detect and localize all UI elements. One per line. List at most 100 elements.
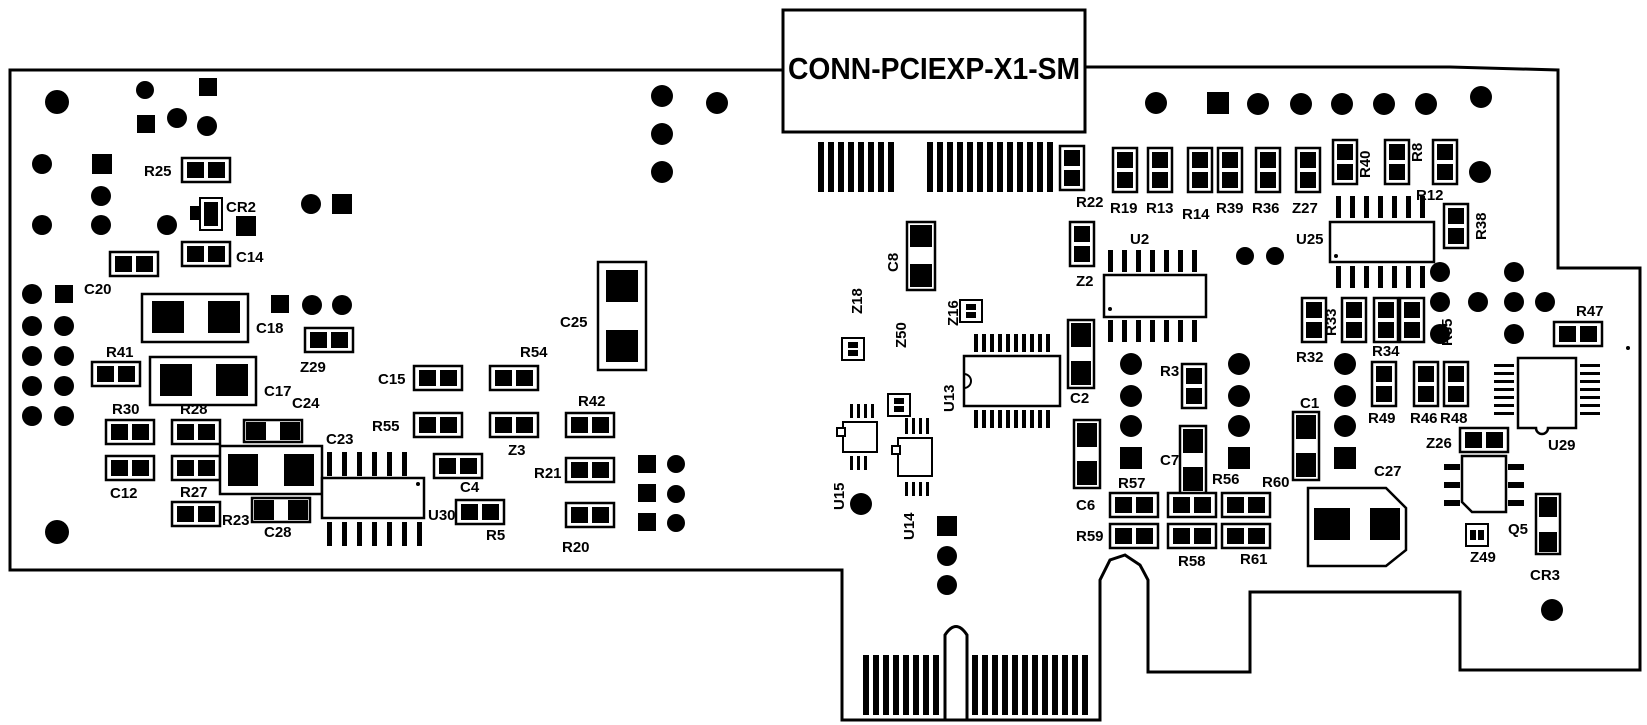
ic-U13 [962, 334, 1062, 428]
label-R57: R57 [1118, 475, 1146, 492]
label-C8: C8 [885, 253, 902, 272]
pad-R14 [1186, 146, 1214, 194]
pad-Z26 [1458, 426, 1510, 454]
pad-C23 [218, 444, 324, 496]
label-R55: R55 [372, 418, 400, 435]
pad-R40 [1331, 138, 1359, 186]
label-R8: R8 [1409, 143, 1426, 162]
pad-R5 [454, 498, 506, 526]
label-C23: C23 [326, 431, 354, 448]
pad-R30 [104, 418, 156, 446]
label-C12: C12 [110, 485, 138, 502]
pad-C18 [140, 292, 250, 344]
label-R3: R3 [1160, 363, 1179, 380]
label-R47: R47 [1576, 303, 1604, 320]
pad-R38 [1442, 202, 1470, 250]
pad-C8 [905, 220, 937, 292]
pad-C12 [104, 454, 156, 482]
label-U30: U30 [428, 507, 456, 524]
label-C2: C2 [1070, 390, 1089, 407]
pad-CR2 [190, 197, 223, 231]
label-R41: R41 [106, 344, 134, 361]
label-R60: R60 [1262, 474, 1290, 491]
label-U13: U13 [941, 384, 958, 412]
label-R61: R61 [1240, 551, 1268, 568]
label-R23: R23 [222, 512, 250, 529]
pad-Z18 [841, 337, 865, 361]
pad-R49 [1370, 360, 1398, 408]
pad-C2 [1066, 318, 1096, 390]
label-R42: R42 [578, 393, 606, 410]
label-C27: C27 [1374, 463, 1402, 480]
label-C1: C1 [1300, 395, 1319, 412]
pad-R35 [1398, 296, 1426, 344]
label-C7: C7 [1160, 452, 1179, 469]
pad-C1 [1291, 410, 1321, 482]
connector-label: CONN-PCIEXP-X1-SM [788, 51, 1080, 86]
pad-R56 [1166, 491, 1218, 519]
ic-U15 [836, 404, 878, 470]
label-R34: R34 [1372, 343, 1400, 360]
label-C28: C28 [264, 524, 292, 541]
label-R54: R54 [520, 344, 548, 361]
pad-R59 [1108, 522, 1160, 550]
ic-U30 [320, 452, 426, 546]
pad-R13 [1146, 146, 1174, 194]
pad-C7 [1178, 424, 1208, 496]
label-Z3: Z3 [508, 442, 526, 459]
label-R30: R30 [112, 401, 140, 418]
pad-R3 [1180, 362, 1208, 410]
label-CR3: CR3 [1530, 567, 1560, 584]
label-C25: C25 [560, 314, 588, 331]
label-Z18: Z18 [849, 288, 866, 314]
pad-R23 [170, 500, 222, 528]
label-CR2: CR2 [226, 199, 256, 216]
pad-Z27 [1294, 146, 1322, 194]
label-R12: R12 [1416, 187, 1444, 204]
pad-Z29 [303, 326, 355, 354]
label-C20: C20 [84, 281, 112, 298]
pad-Z16 [959, 299, 983, 323]
pad-R47 [1552, 320, 1604, 348]
label-R28: R28 [180, 401, 208, 418]
pad-C27 [1306, 486, 1408, 568]
connector-body [781, 8, 1087, 134]
pad-C14 [180, 240, 232, 268]
label-R46: R46 [1410, 410, 1438, 427]
pad-C25 [596, 260, 648, 372]
label-R35: R35 [1439, 318, 1456, 346]
fiducial-dot [1626, 346, 1630, 350]
pad-C24 [242, 418, 304, 444]
label-R39: R39 [1216, 200, 1244, 217]
pad-R55 [412, 411, 464, 439]
label-C24: C24 [292, 395, 320, 412]
label-U25: U25 [1296, 231, 1324, 248]
label-C6: C6 [1076, 497, 1095, 514]
label-Z2: Z2 [1076, 273, 1094, 290]
label-R22: R22 [1076, 194, 1104, 211]
label-C15: C15 [378, 371, 406, 388]
label-R14: R14 [1182, 206, 1210, 223]
pad-Z50 [887, 393, 911, 417]
connector-fingers-bottom [863, 655, 1088, 715]
pad-R58 [1166, 522, 1218, 550]
label-R32: R32 [1296, 349, 1324, 366]
label-R40: R40 [1357, 150, 1374, 178]
label-R19: R19 [1110, 200, 1138, 217]
pad-C20 [108, 250, 160, 278]
pad-R20 [564, 501, 616, 529]
pad-C28 [250, 496, 312, 524]
ic-U25 [1328, 196, 1436, 288]
board-outline [8, 65, 1642, 722]
edge-key-notch [943, 625, 969, 720]
label-R36: R36 [1252, 200, 1280, 217]
connector-fingers-top [818, 142, 1053, 192]
label-R58: R58 [1178, 553, 1206, 570]
pad-R22 [1058, 144, 1086, 192]
label-R38: R38 [1473, 212, 1490, 240]
ic-U14 [891, 418, 933, 496]
pad-C4 [432, 452, 484, 480]
label-R33: R33 [1323, 308, 1340, 336]
label-R48: R48 [1440, 410, 1468, 427]
